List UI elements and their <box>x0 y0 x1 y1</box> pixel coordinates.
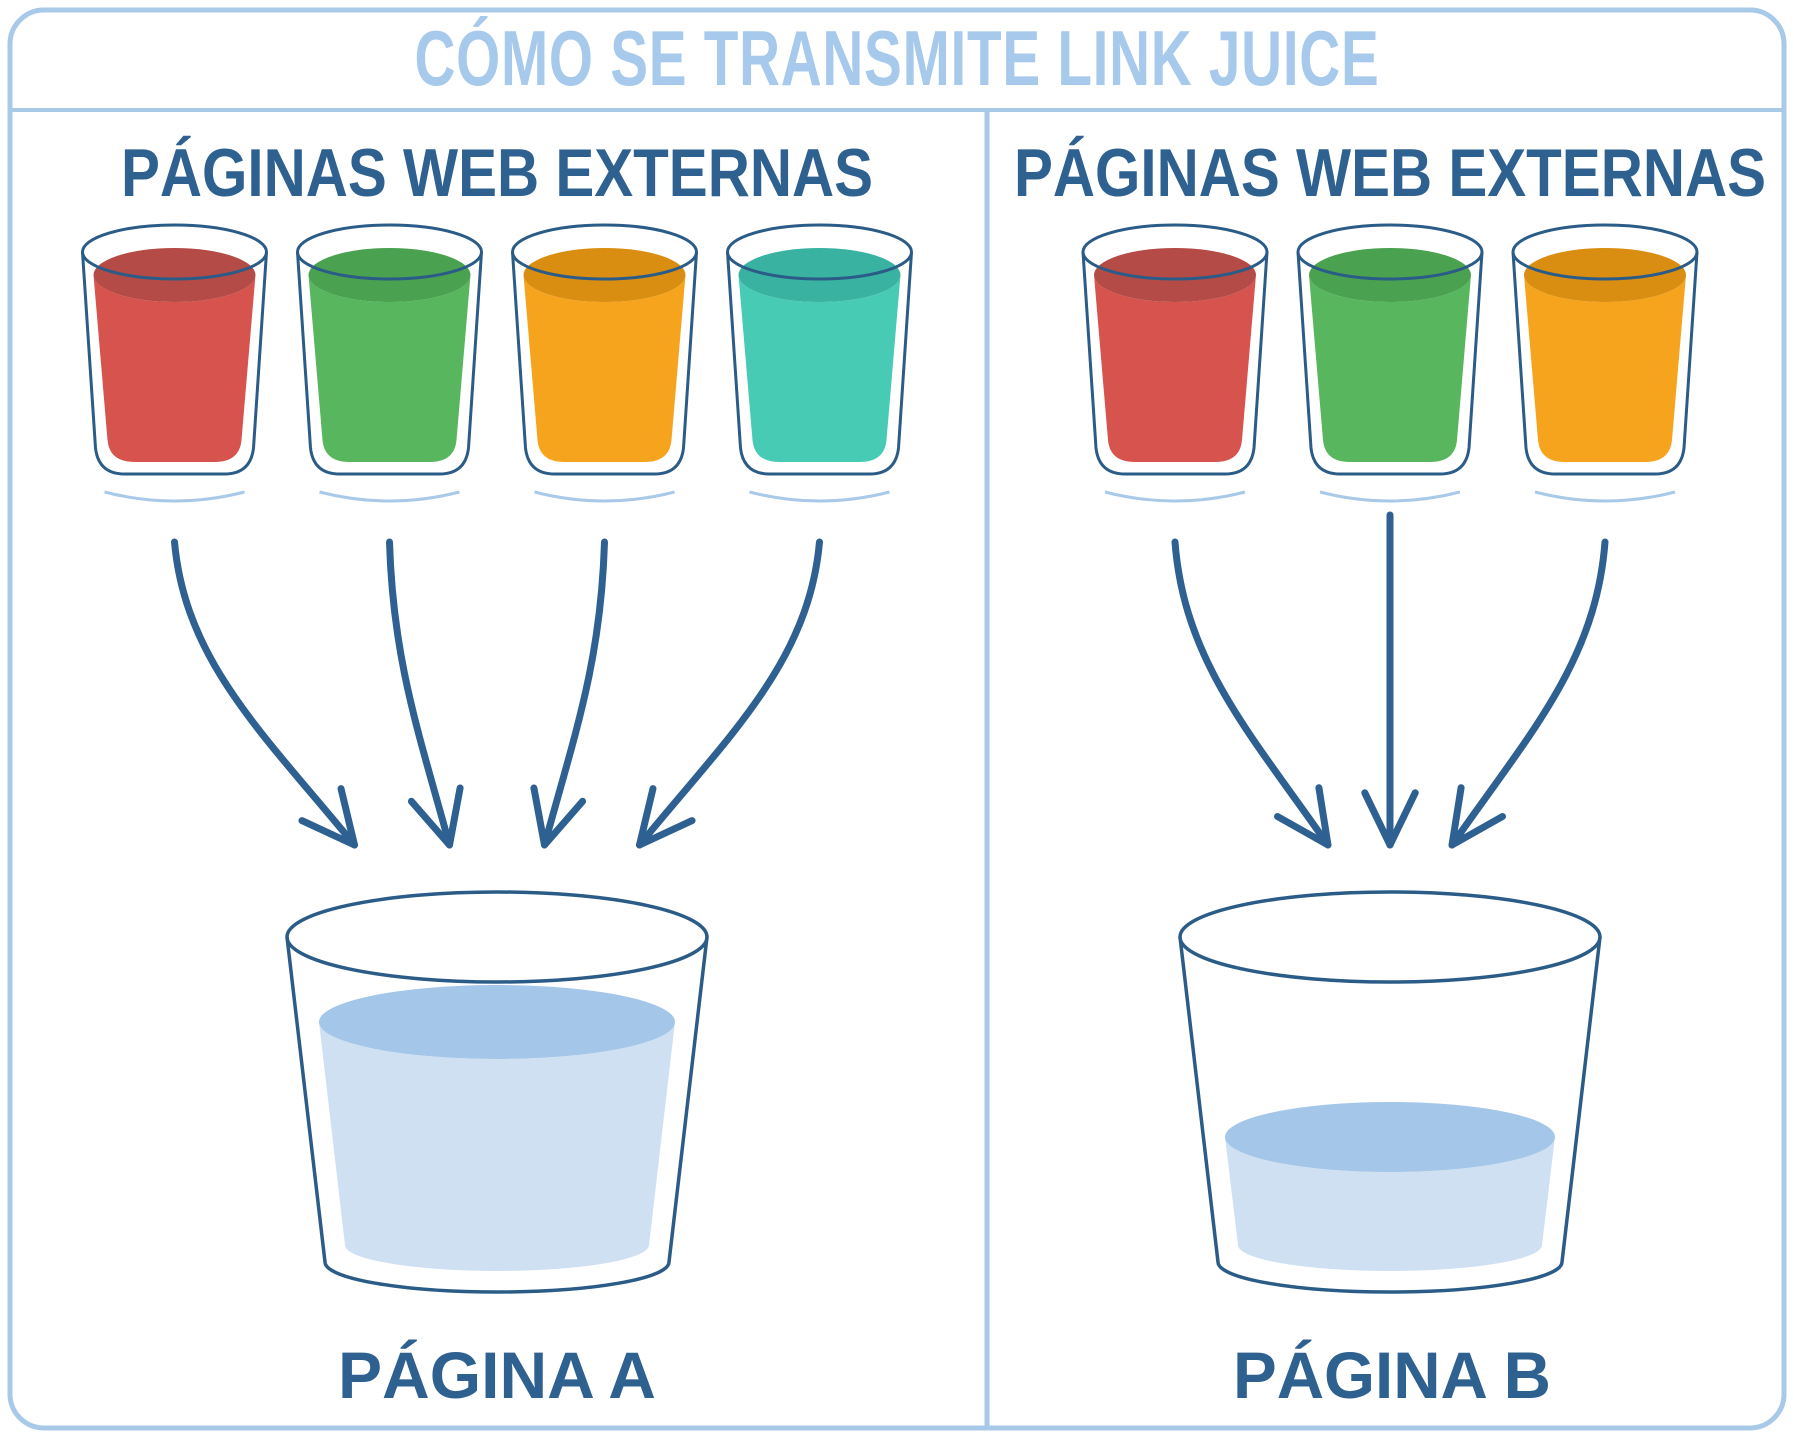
link-arrowhead <box>1274 784 1332 849</box>
link-arrowhead <box>1448 784 1506 849</box>
panel-pagina-b <box>1081 223 1699 1294</box>
bucket-pagina-b-icon <box>1178 890 1602 1294</box>
juice-body <box>523 275 686 462</box>
glass-shadow <box>1534 490 1676 503</box>
bucket-pagina-a-icon <box>285 890 709 1294</box>
bucket-liquid-surface <box>1225 1102 1555 1172</box>
juice-body <box>308 275 471 462</box>
juice-body <box>93 275 256 462</box>
glass-rim <box>726 223 913 281</box>
link-arrow <box>636 538 823 849</box>
bucket-liquid-surface <box>319 985 675 1059</box>
juice-surface <box>1309 248 1471 302</box>
link-arrowhead <box>298 785 358 849</box>
glass-shadow <box>1104 490 1246 503</box>
glass-rim <box>81 223 268 281</box>
link-arrow <box>386 538 453 849</box>
link-arrowhead <box>1361 789 1419 849</box>
bucket-liquid <box>319 1022 675 1271</box>
glass-shadow <box>749 490 890 503</box>
juice-surface <box>93 248 256 302</box>
juice-surface <box>1524 248 1686 302</box>
glass-green-icon <box>296 223 483 503</box>
heading-paginas-externas-right: PÁGINAS WEB EXTERNAS <box>1014 135 1766 211</box>
panel-pagina-a <box>81 223 913 1294</box>
bucket-rim <box>285 890 709 984</box>
glass-rim <box>296 223 483 281</box>
juice-body <box>738 275 901 462</box>
juice-surface <box>308 248 471 302</box>
link-arrowhead <box>636 785 696 849</box>
glass-orange-icon <box>1511 223 1699 503</box>
juice-body <box>1524 275 1686 462</box>
glass-red-icon <box>1081 223 1269 503</box>
glass-green-icon <box>1296 223 1484 503</box>
link-arrow <box>171 538 358 849</box>
container-border <box>7 7 1787 1431</box>
link-arrow <box>1171 538 1332 849</box>
juice-surface <box>1094 248 1256 302</box>
glass-rim <box>1296 223 1484 281</box>
bucket-liquid <box>1225 1137 1555 1271</box>
glass-red-icon <box>81 223 268 503</box>
bucket-rim <box>1178 890 1602 984</box>
glass-shadow <box>104 490 245 503</box>
link-arrowhead <box>407 784 464 849</box>
juice-surface <box>523 248 686 302</box>
diagram-title: CÓMO SE TRANSMITE LINK JUICE <box>415 14 1380 102</box>
glass-shadow <box>319 490 460 503</box>
glass-shadow <box>534 490 675 503</box>
glass-rim <box>511 223 698 281</box>
label-pagina-a: PÁGINA A <box>338 1338 656 1412</box>
glass-shadow <box>1319 490 1461 503</box>
juice-surface <box>738 248 901 302</box>
label-pagina-b: PÁGINA B <box>1233 1338 1551 1412</box>
heading-paginas-externas-left: PÁGINAS WEB EXTERNAS <box>121 135 873 211</box>
juice-body <box>1094 275 1256 462</box>
glass-rim <box>1511 223 1699 281</box>
juice-body <box>1309 275 1471 462</box>
glass-teal-icon <box>726 223 913 503</box>
glass-orange-icon <box>511 223 698 503</box>
link-arrow <box>1448 538 1609 849</box>
link-arrow <box>541 538 608 849</box>
link-arrowhead <box>530 784 587 849</box>
glass-rim <box>1081 223 1269 281</box>
